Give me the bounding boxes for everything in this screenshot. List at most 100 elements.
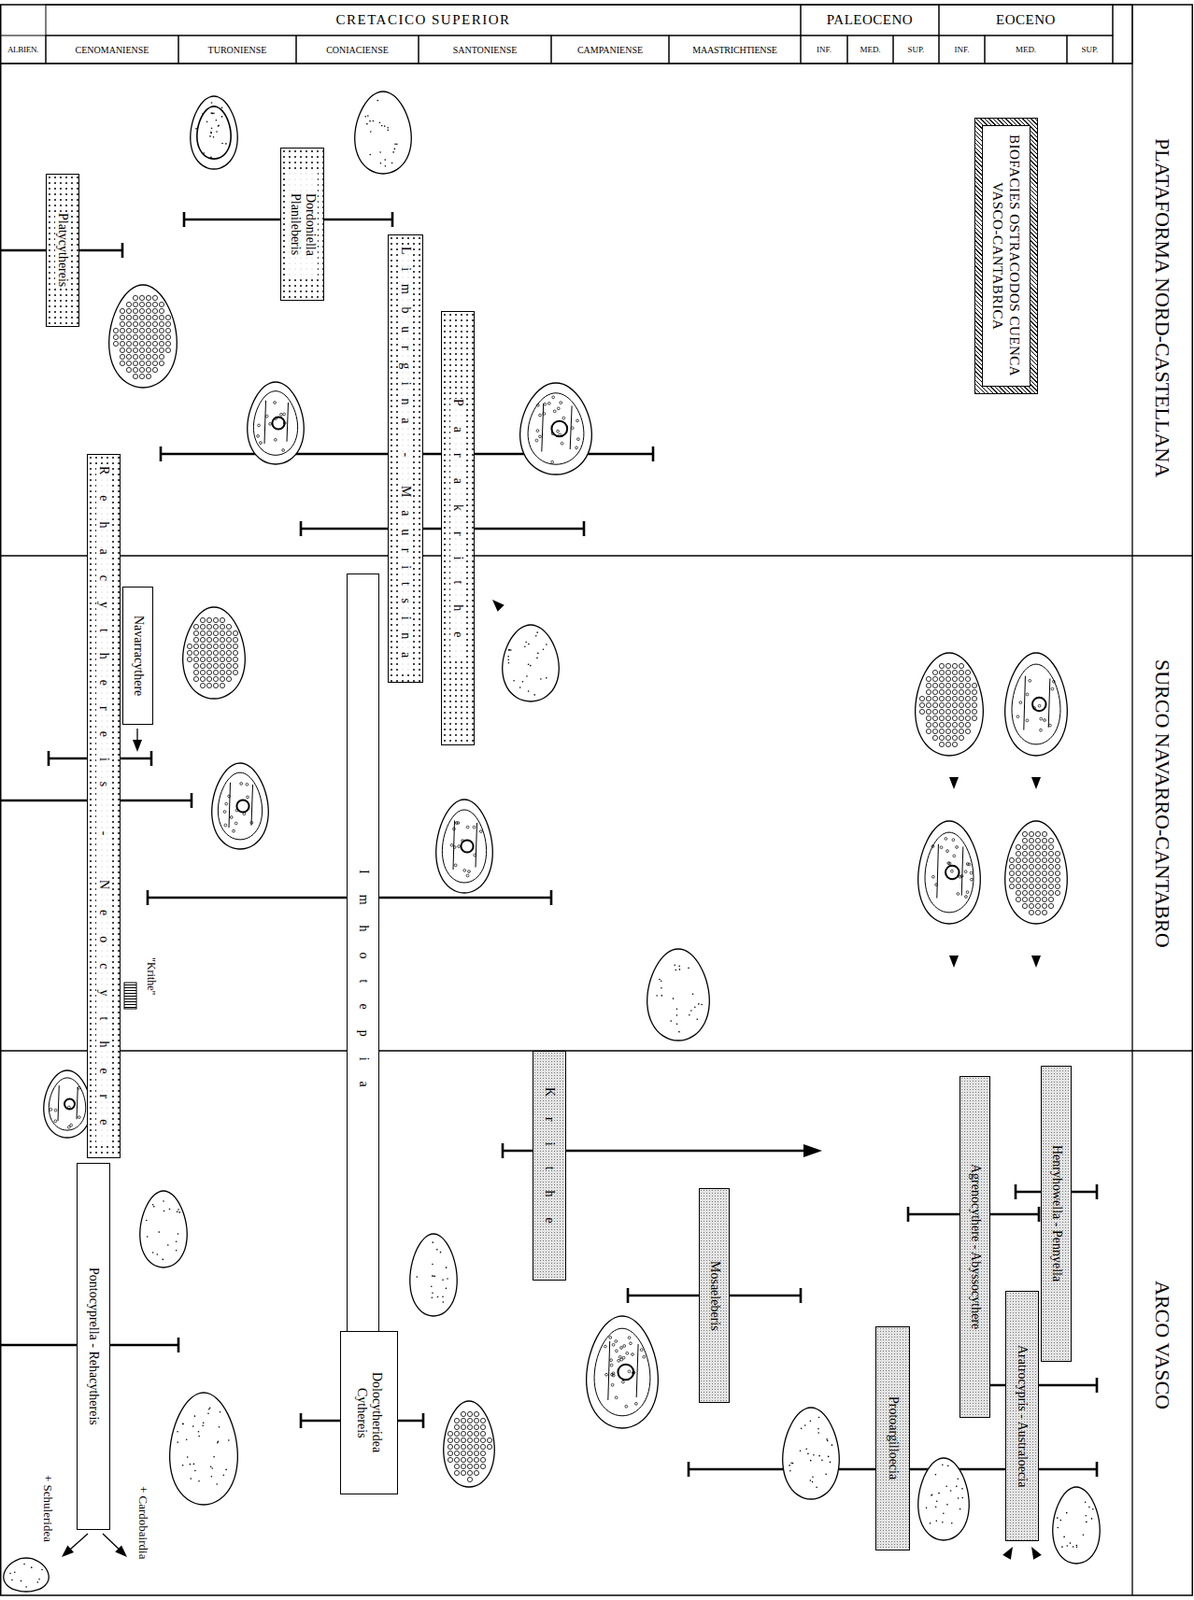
shell-outline xyxy=(410,1234,457,1317)
shell-dot xyxy=(1088,1506,1091,1509)
shell-pit xyxy=(947,862,951,866)
shell-pit xyxy=(186,643,192,649)
shell-pit xyxy=(213,637,218,642)
shell-pit xyxy=(139,360,144,366)
shell-dot xyxy=(507,658,510,661)
shell-pit xyxy=(570,426,574,430)
shell-pit xyxy=(925,676,931,682)
biofacies-box: Aratrocypris - Australoecia xyxy=(1005,1291,1039,1542)
shell-dot xyxy=(945,1485,948,1488)
shell-pit xyxy=(139,334,144,340)
shell-rib xyxy=(76,1087,78,1120)
shell-pit xyxy=(622,1380,626,1384)
shell-pit xyxy=(274,417,278,421)
outer-frame xyxy=(0,4,1194,1596)
shell-pit xyxy=(132,295,138,300)
shell-rib xyxy=(961,847,964,896)
shell-outline xyxy=(647,949,711,1041)
shell-dot xyxy=(386,127,389,129)
shell-pit xyxy=(240,782,243,786)
shell-pit xyxy=(467,1464,472,1469)
shell-dot xyxy=(146,1236,149,1238)
shell-pit xyxy=(226,650,231,655)
shell-pit xyxy=(945,741,951,747)
shell-dot xyxy=(162,1200,165,1203)
shell-pit xyxy=(1041,844,1047,850)
shell-pit xyxy=(158,327,164,333)
shell-pit xyxy=(242,812,246,816)
shell-pit xyxy=(219,637,225,642)
header-cell xyxy=(1112,4,1133,64)
shell-dot xyxy=(827,1456,830,1459)
zone-label: PLATAFORMA NORD-CASTELLANA xyxy=(1134,65,1191,552)
shell-dot xyxy=(938,1492,940,1495)
shell-pit xyxy=(1028,909,1034,915)
shell-pit xyxy=(454,1450,459,1456)
range-tick xyxy=(299,521,303,537)
shell-dot xyxy=(1060,1520,1063,1522)
shell-dot xyxy=(676,1008,679,1010)
shell-pit xyxy=(269,422,272,426)
biofacies-box: Mosaeleberis xyxy=(698,1188,730,1404)
shell-pit xyxy=(132,301,138,307)
shell-pit xyxy=(945,689,951,695)
taxon-note: "Krithe" xyxy=(140,934,161,1019)
arrowhead xyxy=(492,599,505,612)
shell-dot xyxy=(1082,1534,1085,1536)
shell-pit xyxy=(467,1470,472,1476)
shell-rib xyxy=(1048,679,1051,728)
shell-pit xyxy=(193,663,199,669)
shell-pit xyxy=(611,1374,615,1378)
shell-pit xyxy=(955,846,959,850)
shell-pit xyxy=(952,715,957,721)
shell-pit xyxy=(952,696,957,701)
shell-pit xyxy=(562,416,566,420)
shell-dot xyxy=(23,1563,26,1566)
stage-header: SANTONIENSE xyxy=(418,35,552,64)
shell-pit xyxy=(617,1359,621,1363)
substage-header: SUP. xyxy=(1066,35,1113,64)
shell-dot xyxy=(789,1470,792,1473)
shell-pit xyxy=(119,327,125,333)
substage-header: MED. xyxy=(984,35,1067,64)
shell-dot xyxy=(202,1422,205,1425)
ostracod-figure xyxy=(586,1316,659,1429)
shell-pit xyxy=(225,802,228,806)
shell-dot xyxy=(690,1009,693,1012)
shell-pit xyxy=(447,1437,453,1443)
ostracod-figure xyxy=(212,763,270,850)
shell-node xyxy=(617,1364,634,1381)
shell-outline xyxy=(915,653,984,756)
shell-dot xyxy=(810,1479,812,1482)
shell-dot xyxy=(537,653,540,655)
biofacies-box: Dolocytheridea Cythereis xyxy=(340,1331,398,1495)
shell-pit xyxy=(460,1424,466,1430)
shell-pit xyxy=(206,656,212,662)
ostracod-figure xyxy=(355,91,413,174)
shell-pit xyxy=(1035,857,1040,863)
ostracod-figure xyxy=(140,1191,187,1268)
shell-pit xyxy=(623,1345,626,1349)
ostracod-figure xyxy=(502,625,560,702)
shell-dot xyxy=(660,980,663,983)
ostracod-figure xyxy=(520,383,593,475)
shell-dot xyxy=(930,1494,933,1497)
range-tick xyxy=(1014,1184,1018,1200)
shell-pit xyxy=(132,321,138,327)
range-tick xyxy=(183,212,186,228)
shell-dot xyxy=(9,1573,12,1576)
shell-pit xyxy=(925,702,931,708)
shell-pit xyxy=(1028,864,1034,869)
shell-dot xyxy=(38,1578,41,1581)
stage-header-text: TURONIENSE xyxy=(208,44,268,56)
biofacies-box: Imhotepia xyxy=(346,573,380,1404)
shell-pit xyxy=(536,403,540,407)
shell-dot xyxy=(697,1003,700,1006)
zone-label: SURCO NAVARRO-CANTABRO xyxy=(1134,560,1191,1047)
shell-dot xyxy=(540,678,542,681)
shell-dot xyxy=(175,1250,178,1252)
shell-pit xyxy=(473,1411,479,1417)
shell-dot xyxy=(829,1462,832,1465)
shell-dot xyxy=(11,1579,14,1582)
shell-dot xyxy=(522,681,525,683)
